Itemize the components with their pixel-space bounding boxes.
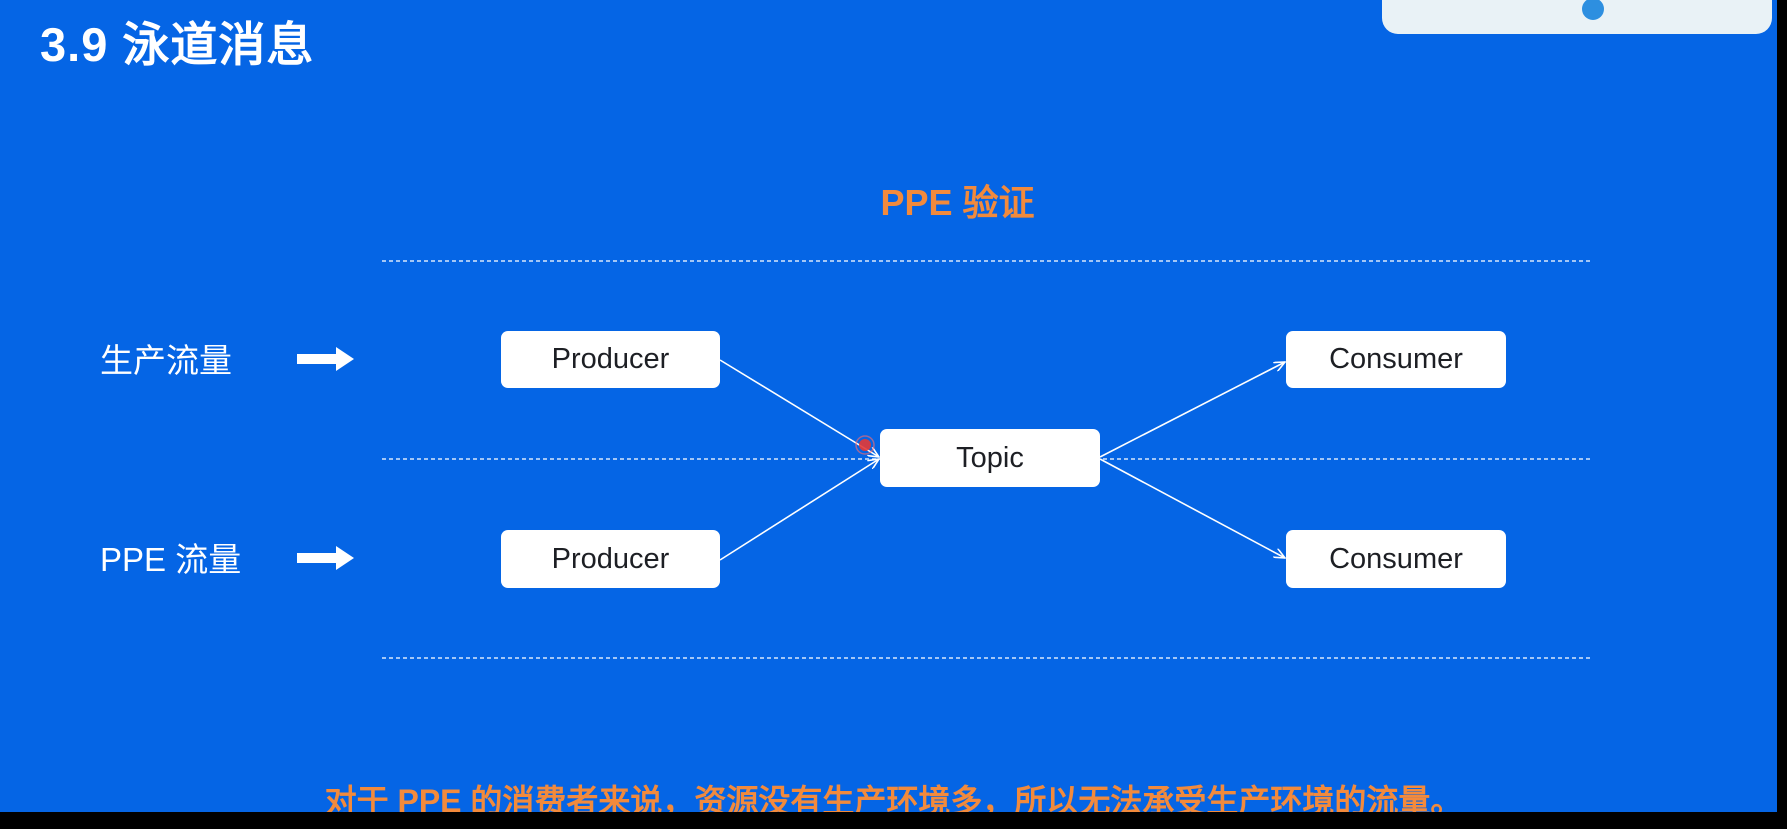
watermark-badge (1382, 0, 1772, 34)
producer-prod-node: Producer (501, 331, 720, 388)
diagram-title: PPE 验证 (880, 182, 1035, 223)
screen-edge-right (1777, 0, 1787, 829)
lane-arrow-prod-icon (297, 347, 354, 371)
watermark-logo-icon (1582, 0, 1604, 20)
producer-ppe-node: Producer (501, 530, 720, 588)
topic-node: Topic (880, 429, 1100, 487)
lane-label-prod: 生产流量 (100, 342, 232, 379)
edge-producer-ppe-to-topic (719, 459, 879, 561)
lane-label-ppe: PPE 流量 (100, 541, 242, 578)
edge-topic-to-consumer-ppe (1099, 458, 1285, 558)
screen-edge-bottom (0, 812, 1787, 829)
consumer-prod-node: Consumer (1286, 331, 1506, 388)
slide-title: 3.9 泳道消息 (40, 18, 315, 71)
consumer-ppe-node: Consumer (1286, 530, 1506, 588)
cursor-dot-ring (855, 435, 875, 455)
lane-arrow-ppe-icon (297, 546, 354, 570)
edge-topic-to-consumer-prod (1099, 362, 1285, 458)
cursor-dot-icon (859, 439, 871, 451)
edge-producer-prod-to-topic (719, 359, 879, 457)
